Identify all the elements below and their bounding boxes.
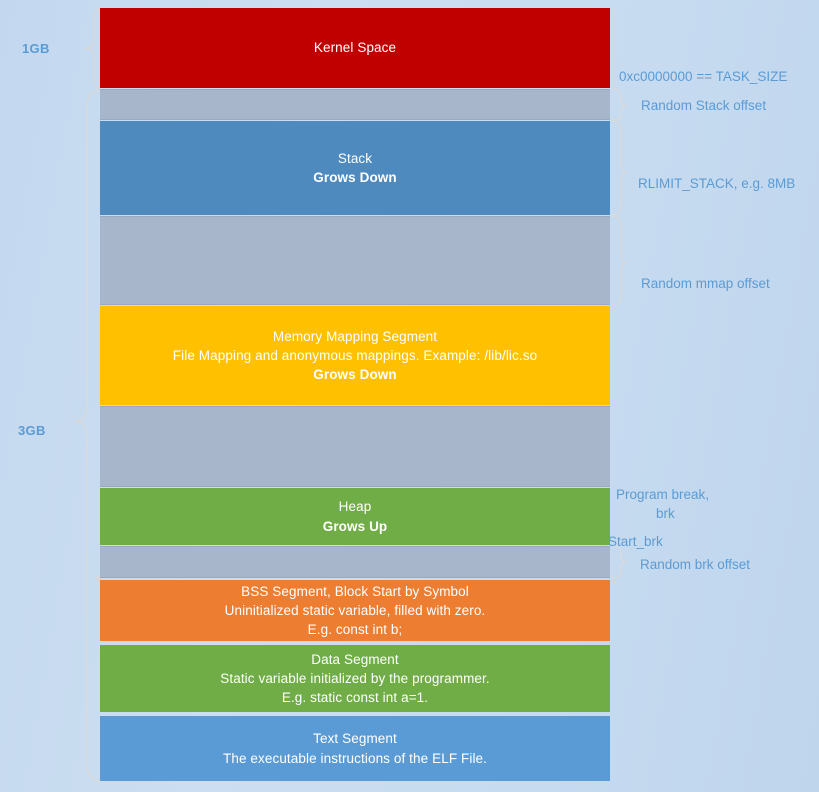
annotation-random-mmap-offset: Random mmap offset: [641, 276, 770, 291]
block-stack-line-1: Grows Down: [313, 170, 397, 185]
scale-label-1gb: 1GB: [22, 41, 50, 56]
block-bss-line-1: Uninitialized static variable, filled wi…: [224, 602, 486, 618]
gap-random-brk-offset: [100, 546, 610, 578]
annotation-start-brk: Start_brk: [608, 534, 663, 549]
block-bss-line-0: BSS Segment, Block Start by Symbol: [241, 583, 469, 599]
memory-blocks-column: Kernel Space Stack Grows Down Memory Map…: [100, 0, 610, 792]
scale-brace-group: [74, 8, 103, 782]
scale-label-3gb: 3GB: [18, 423, 46, 438]
annotation-task-size: 0xc0000000 == TASK_SIZE: [619, 69, 788, 84]
block-text-line-0: Text Segment: [313, 731, 397, 747]
block-heap: Heap Grows Up: [100, 488, 610, 545]
annotation-program-break: Program break,: [616, 487, 710, 502]
block-kernel-space-line-0: Kernel Space: [313, 40, 397, 56]
annotation-brace-group: [611, 88, 627, 579]
block-data-line-0: Data Segment: [311, 651, 399, 667]
block-heap-line-0: Heap: [338, 499, 372, 515]
annotation-rlimit-stack: RLIMIT_STACK, e.g. 8MB: [638, 176, 796, 191]
block-bss-line-2: E.g. const int b;: [307, 622, 403, 638]
gap-random-mmap-offset: [100, 216, 610, 305]
block-mmap-line-2: Grows Down: [313, 367, 397, 383]
block-stack: Stack Grows Down: [100, 121, 610, 215]
block-memory-mapping-segment: Memory Mapping Segment File Mapping and …: [100, 306, 610, 405]
annotation-random-stack-offset: Random Stack offset: [641, 98, 767, 113]
annotation-brk: brk: [656, 506, 675, 521]
block-text-line-1: The executable instructions of the ELF F…: [222, 750, 488, 766]
block-text-segment: Text Segment The executable instructions…: [100, 716, 610, 781]
block-stack-line-0: Stack: [337, 150, 373, 166]
block-kernel-space: Kernel Space: [100, 8, 610, 88]
annotation-random-brk-offset: Random brk offset: [640, 557, 751, 572]
block-mmap-line-1: File Mapping and anonymous mappings. Exa…: [172, 347, 538, 363]
block-data-line-1: Static variable initialized by the progr…: [220, 670, 490, 686]
block-data-segment: Data Segment Static variable initialized…: [100, 645, 610, 712]
block-mmap-line-0: Memory Mapping Segment: [272, 328, 438, 344]
gap-random-stack-offset: [100, 89, 610, 120]
block-data-line-2: E.g. static const int a=1.: [281, 690, 429, 706]
gap-heap-to-mmap: [100, 406, 610, 487]
block-heap-line-1: Grows Up: [322, 518, 388, 534]
block-bss-segment: BSS Segment, Block Start by Symbol Unini…: [100, 580, 610, 641]
